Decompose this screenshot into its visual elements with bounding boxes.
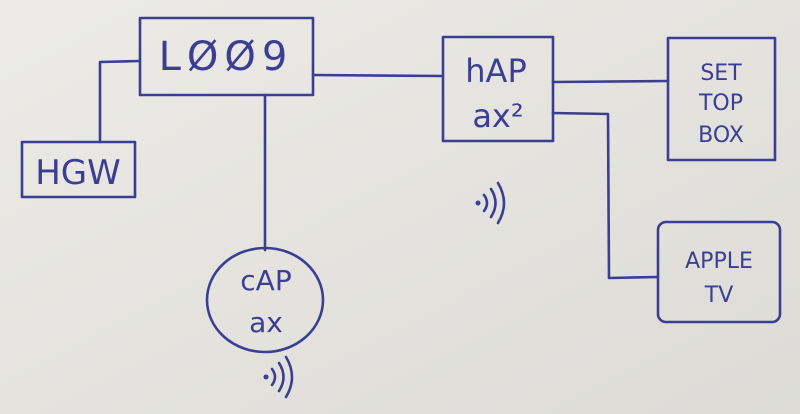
svg-text:APPLE: APPLE bbox=[685, 249, 753, 274]
link-l009-hap bbox=[311, 73, 445, 78]
node-apple-tv: APPLE TV bbox=[656, 220, 782, 324]
svg-text:LØØ9: LØØ9 bbox=[159, 34, 294, 80]
node-cap-ax: cAP ax bbox=[205, 246, 325, 354]
wifi-icon bbox=[475, 181, 506, 225]
svg-text:TOP: TOP bbox=[698, 91, 743, 116]
node-hap-ax2: hAP ax² bbox=[441, 35, 555, 143]
link-hap-appletv bbox=[551, 111, 660, 280]
svg-text:SET: SET bbox=[700, 61, 742, 86]
link-hgw-l009 bbox=[98, 59, 142, 144]
svg-text:TV: TV bbox=[704, 283, 734, 308]
wifi-icon bbox=[263, 355, 294, 399]
link-hap-stb bbox=[551, 79, 670, 84]
svg-text:HGW: HGW bbox=[35, 153, 121, 193]
svg-text:ax²: ax² bbox=[472, 97, 523, 135]
node-l009: LØØ9 bbox=[138, 16, 315, 97]
svg-text:ax: ax bbox=[249, 306, 283, 339]
svg-text:BOX: BOX bbox=[698, 123, 744, 148]
svg-text:cAP: cAP bbox=[240, 264, 291, 297]
svg-text:hAP: hAP bbox=[465, 52, 526, 90]
node-hgw: HGW bbox=[20, 140, 137, 199]
node-set-top-box: SET TOP BOX bbox=[666, 36, 777, 162]
